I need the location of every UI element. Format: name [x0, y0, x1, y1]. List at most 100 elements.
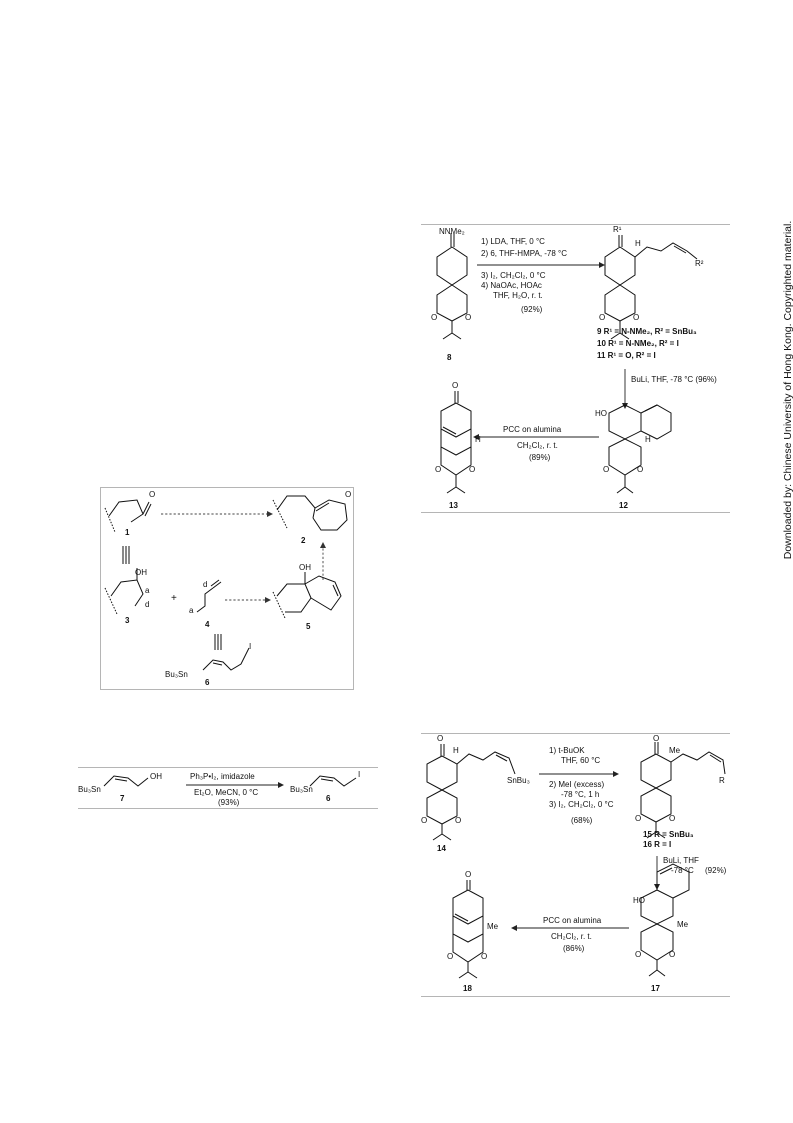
- acetal-o-left-13: O: [435, 465, 442, 474]
- compound-2-label: 2: [301, 536, 306, 545]
- compound-1-label: 1: [125, 528, 130, 537]
- hydrazone-label: NNMe₂: [439, 227, 465, 236]
- compound-13-label: 13: [449, 501, 458, 510]
- step-2-conditions: -78 °C, 1 h: [561, 790, 600, 799]
- pcc-reagent-b: PCC on alumina: [543, 916, 602, 925]
- step-2-alkylation: 2) 6, THF-HMPA, -78 °C: [481, 249, 568, 258]
- compound-18-label: 18: [463, 984, 472, 993]
- ketone-o-13: O: [452, 381, 459, 390]
- compound-3-label: 3: [125, 616, 130, 625]
- acetal-o-left-15: O: [635, 814, 642, 823]
- yield-86: (86%): [563, 944, 585, 953]
- acetal-o-left-14: O: [421, 816, 428, 825]
- compound-8-label: 8: [447, 353, 452, 362]
- acetal-o-right-8: O: [465, 313, 472, 322]
- acetal-o-right-17: O: [669, 950, 676, 959]
- scheme-retrosynthesis: O O 1 2 OH a d 3 + d a 4 OH 5 Bu₃Sn I 6: [100, 487, 354, 690]
- scheme-synthesis-18: O H SnBu₃ O O 14 1) t-BuOK THF, 60 °C 2)…: [421, 733, 730, 997]
- download-notice: Downloaded by: Chinese University of Hon…: [782, 220, 793, 560]
- step-1-tbuok: 1) t-BuOK: [549, 746, 585, 755]
- step-1-conditions: THF, 60 °C: [561, 756, 601, 765]
- step-1-lda: 1) LDA, THF, 0 °C: [481, 237, 545, 246]
- hydroxyl-label-12: HO: [595, 409, 607, 418]
- pcc-conditions-b: CH₂Cl₂, r. t.: [551, 932, 592, 941]
- synthesis-13-structures: [436, 233, 698, 494]
- h-label-13: H: [475, 435, 481, 444]
- h-label-9: H: [635, 239, 641, 248]
- r2-label: R²: [695, 259, 704, 268]
- r-label-15: R: [719, 776, 725, 785]
- step-4-hydrolysis: 4) NaOAc, HOAc: [481, 281, 542, 290]
- iodination-reagent: Ph₃P•I₂, imidazole: [190, 772, 255, 781]
- compound-10-line: 10 R¹ = N-NMe₂, R² = I: [597, 339, 679, 348]
- buli-conditions: BuLi, THF, -78 °C (96%): [631, 375, 717, 384]
- ketone-o-15: O: [653, 734, 660, 743]
- acetal-o-right-9: O: [633, 313, 640, 322]
- scheme-iodination: Bu₃Sn OH 7 Ph₃P•I₂, imidazole Et₂O, MeCN…: [78, 767, 378, 809]
- pcc-conditions: CH₂Cl₂, r. t.: [517, 441, 558, 450]
- acetal-o-right-13: O: [469, 465, 476, 474]
- plus-sign: +: [171, 593, 177, 604]
- tributyltin-label-6: Bu₃Sn: [290, 785, 313, 794]
- acetal-o-right-15: O: [669, 814, 676, 823]
- acetal-o-left-8: O: [431, 313, 438, 322]
- compound-12-label: 12: [619, 501, 628, 510]
- me-label-15: Me: [669, 746, 681, 755]
- compound-15-line: 15 R = SnBu₃: [643, 830, 694, 839]
- compound-11-line: 11 R¹ = O, R² = I: [597, 351, 656, 360]
- compound-4-label: 4: [205, 620, 210, 629]
- compound-9-line: 9 R¹ = N-NMe₂, R² = SnBu₃: [597, 327, 697, 336]
- iodine-label-6: I: [358, 770, 361, 779]
- iodination-conditions: Et₂O, MeCN, 0 °C: [194, 788, 259, 797]
- allyl-a-label: a: [189, 606, 194, 615]
- acetal-o-right-12: O: [637, 465, 644, 474]
- tributyltin-label: Bu₃Sn: [165, 670, 188, 679]
- acetal-o-right-14: O: [455, 816, 462, 825]
- r1-label: R¹: [613, 225, 622, 234]
- compound-7-label: 7: [120, 794, 125, 803]
- ketone-o-14: O: [437, 734, 444, 743]
- compound-6-label-b: 6: [326, 794, 331, 803]
- scheme-synthesis-13: NNMe₂ O O 8 1) LDA, THF, 0 °C 2) 6, THF-…: [421, 224, 730, 513]
- acetal-o-left-9: O: [599, 313, 606, 322]
- yield-92: (92%): [521, 305, 543, 314]
- compound-17-label: 17: [651, 984, 660, 993]
- bond-a-label: a: [145, 586, 150, 595]
- hydroxyl-label-2: OH: [299, 563, 311, 572]
- retrosynthesis-structures: [104, 495, 348, 671]
- compound-16-line: 16 R = I: [643, 840, 672, 849]
- me-label-18: Me: [487, 922, 499, 931]
- iodination-structures: [103, 775, 357, 788]
- h-label-12: H: [645, 435, 651, 444]
- pcc-reagent: PCC on alumina: [503, 425, 562, 434]
- hydroxyl-label-7: OH: [150, 772, 162, 781]
- acetal-o-left-17: O: [635, 950, 642, 959]
- carbonyl-o-label-2: O: [345, 490, 352, 499]
- me-label-17: Me: [677, 920, 689, 929]
- stannyl-label-14: SnBu₃: [507, 776, 530, 785]
- buli-reagent-b: BuLi, THF: [663, 856, 699, 865]
- hydroxyl-label: OH: [135, 568, 147, 577]
- acetal-o-right-18: O: [481, 952, 488, 961]
- step-2-mei: 2) MeI (excess): [549, 780, 605, 789]
- synthesis-18-structures: [426, 742, 726, 979]
- h-label-14: H: [453, 746, 459, 755]
- ketone-o-18: O: [465, 870, 472, 879]
- step-3-iodination: 3) I₂, CH₂Cl₂, 0 °C: [481, 271, 546, 280]
- tributyltin-label-7: Bu₃Sn: [78, 785, 101, 794]
- yield-92-b: (92%): [705, 866, 727, 875]
- acetal-o-left-18: O: [447, 952, 454, 961]
- iodination-yield: (93%): [218, 798, 240, 807]
- bond-d-label: d: [145, 600, 150, 609]
- step-4-solvent: THF, H₂O, r. t.: [493, 291, 543, 300]
- compound-5-label: 5: [306, 622, 311, 631]
- carbonyl-o-label: O: [149, 490, 156, 499]
- hydroxyl-label-17: HO: [633, 896, 645, 905]
- acetal-o-left-12: O: [603, 465, 610, 474]
- step-3-iodination-b: 3) I₂, CH₂Cl₂, 0 °C: [549, 800, 614, 809]
- yield-68: (68%): [571, 816, 593, 825]
- compound-6-label: 6: [205, 678, 210, 687]
- allyl-d-label: d: [203, 580, 208, 589]
- yield-89: (89%): [529, 453, 551, 462]
- buli-temperature-b: -78 °C: [671, 866, 694, 875]
